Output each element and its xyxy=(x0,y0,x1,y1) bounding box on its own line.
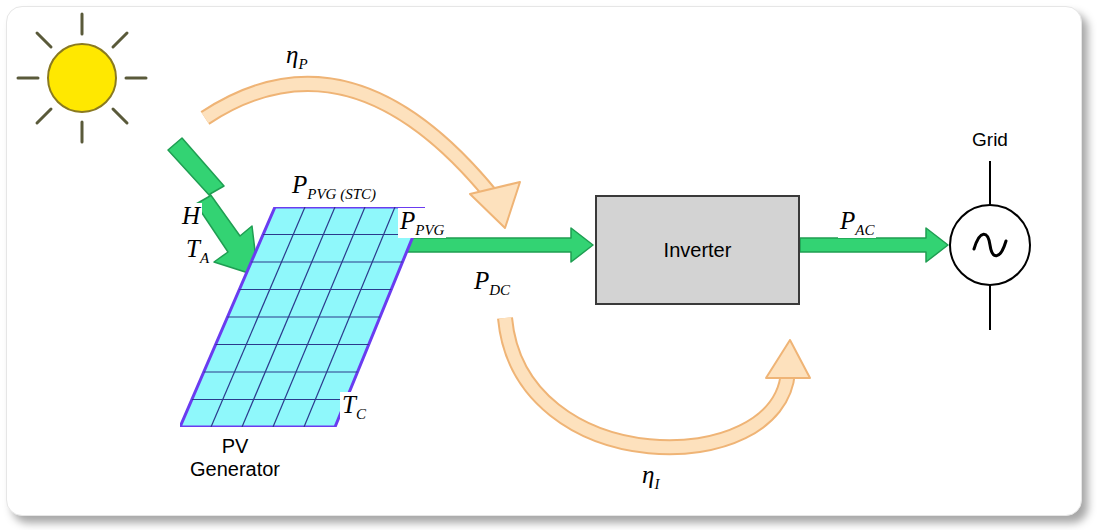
symbol-letter: P xyxy=(840,207,855,234)
subscript: DC xyxy=(489,282,510,298)
efficiency-label: ηP xyxy=(284,42,310,72)
power-label: PPVG (STC) xyxy=(290,172,378,202)
node-caption: PV Generator xyxy=(180,435,290,481)
sun-symbol xyxy=(18,14,146,142)
subscript: I xyxy=(654,476,659,492)
node-label: Inverter xyxy=(664,239,732,262)
temperature-label: TA xyxy=(184,236,211,266)
symbol-letter: η xyxy=(642,461,654,488)
pv-generator: PV Generator xyxy=(180,207,425,497)
panel-frame xyxy=(180,207,425,427)
symbol-letter: H xyxy=(182,202,200,229)
subscript: A xyxy=(200,250,209,266)
sine-symbol xyxy=(974,234,1006,256)
power-label: PAC xyxy=(838,208,876,238)
symbol-letter: η xyxy=(286,41,298,68)
efficiency-arc xyxy=(505,318,810,447)
grid-label: Grid xyxy=(945,129,1035,151)
grid-symbol: Grid xyxy=(945,125,1035,340)
power-label: PDC xyxy=(472,268,512,298)
irradiance-arrow xyxy=(168,138,258,276)
symbol-letter: P xyxy=(292,171,307,198)
ac-source-symbol xyxy=(945,125,1035,340)
subscript: C xyxy=(356,406,366,422)
symbol-letter: P xyxy=(400,207,415,234)
symbol-letter: T xyxy=(342,391,356,418)
subscript: PVG xyxy=(415,222,444,238)
irradiance-label: H xyxy=(180,203,202,228)
cell-grid xyxy=(192,207,414,427)
efficiency-label: ηI xyxy=(640,462,661,492)
symbol-letter: P xyxy=(474,267,489,294)
symbol-letter: T xyxy=(186,235,200,262)
subscript: P xyxy=(298,56,307,72)
temperature-label: TC xyxy=(340,392,368,422)
subscript: AC xyxy=(855,222,874,238)
inverter-box: Inverter xyxy=(595,195,800,305)
pv-panel xyxy=(180,207,425,427)
panel-background xyxy=(6,6,1082,516)
power-label: PPVG xyxy=(398,208,446,238)
subscript: PVG (STC) xyxy=(307,186,376,202)
